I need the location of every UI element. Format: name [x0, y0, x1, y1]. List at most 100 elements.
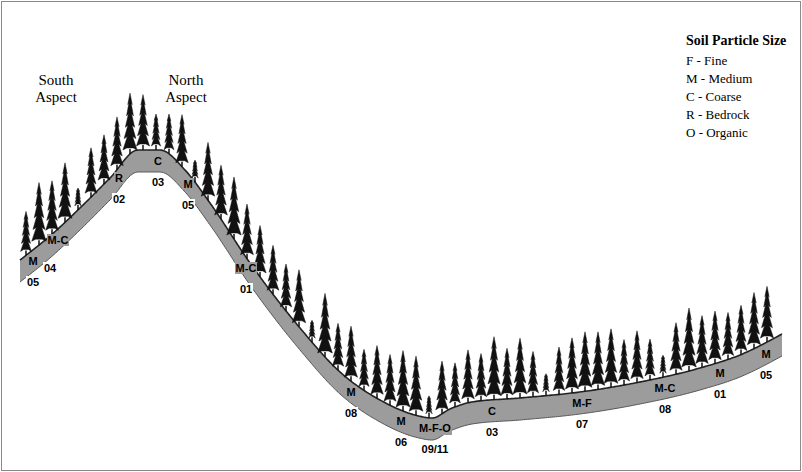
tree-trunk [311, 337, 313, 342]
tree-crown [111, 117, 124, 166]
soil-code: M-F-O [418, 422, 452, 434]
tree-trunk [441, 409, 443, 414]
tree-crown [553, 347, 564, 390]
legend-title: Soil Particle Size [686, 33, 786, 49]
tree-trunk [77, 205, 79, 210]
tree-trunk [714, 359, 716, 364]
conifer-trees [21, 93, 774, 418]
tree-crown [409, 356, 423, 411]
tree-trunk [259, 272, 261, 277]
tree-crown [58, 163, 72, 219]
tree-trunk [506, 394, 508, 399]
soil-code: R [114, 172, 124, 184]
site-number: 07 [575, 418, 589, 430]
tree-crown [21, 211, 32, 251]
site-number: 04 [43, 262, 57, 274]
tree-trunk [740, 350, 742, 355]
aspect-label: North Aspect [156, 72, 216, 105]
tree-trunk [428, 413, 430, 418]
site-number: 01 [713, 388, 727, 400]
tree-crown [241, 204, 254, 255]
tree-trunk [493, 395, 495, 400]
tree-crown [267, 245, 279, 290]
tree-crown [735, 305, 747, 350]
tree-trunk [571, 388, 573, 393]
tree-crown [660, 355, 666, 373]
tree-trunk [688, 366, 690, 371]
tree-crown [192, 160, 198, 178]
tree-crown [426, 396, 432, 414]
site-number: 02 [112, 193, 126, 205]
tree-trunk [467, 398, 469, 403]
soil-code: C [487, 405, 497, 417]
tree-trunk [402, 406, 404, 411]
site-number: 05 [181, 199, 195, 211]
tree-crown [591, 332, 605, 386]
tree-trunk [103, 179, 105, 184]
tree-trunk [181, 162, 183, 167]
tree-trunk [584, 386, 586, 391]
tree-crown [578, 332, 592, 388]
ground-surface [20, 150, 782, 418]
tree-crown [32, 183, 47, 242]
site-number: 05 [26, 276, 40, 288]
tree-crown [487, 337, 502, 396]
tree-trunk [558, 389, 560, 394]
tree-crown [359, 349, 369, 386]
tree-crown [85, 148, 97, 193]
tree-crown [696, 316, 708, 364]
soil-code: C [153, 155, 163, 167]
tree-crown [760, 286, 773, 338]
tree-trunk [701, 362, 703, 367]
tree-trunk [610, 382, 612, 387]
tree-crown [604, 329, 618, 383]
tree-crown [318, 293, 333, 353]
tree-crown [543, 374, 549, 392]
tree-trunk [194, 177, 196, 182]
tree-crown [280, 264, 291, 307]
soil-code: M-F [571, 397, 593, 409]
tree-crown [309, 320, 315, 338]
tree-crown [396, 351, 410, 407]
tree-crown [201, 142, 215, 196]
tree-crown [227, 177, 241, 235]
legend: Soil Particle SizeF - FineM - MediumC - … [686, 33, 786, 142]
soil-code: M-C [47, 234, 70, 246]
site-number: 06 [394, 436, 408, 448]
site-number: 09/11 [421, 443, 450, 455]
tree-trunk [753, 344, 755, 349]
tree-trunk [246, 254, 248, 259]
soil-code: M-C [654, 382, 677, 394]
tree-trunk [155, 145, 157, 150]
tree-trunk [233, 234, 235, 239]
tree-crown [384, 354, 396, 401]
site-number: 01 [239, 283, 253, 295]
tree-trunk [129, 149, 131, 154]
legend-entry: R - Bedrock [686, 106, 786, 124]
tree-crown [46, 181, 59, 230]
tree-crown [631, 331, 643, 379]
tree-trunk [38, 240, 40, 245]
tree-crown [645, 339, 655, 376]
legend-entry: M - Medium [686, 70, 786, 88]
tree-trunk [532, 392, 534, 397]
legend-entry: O - Organic [686, 124, 786, 142]
tree-crown [332, 323, 343, 366]
soil-base [20, 172, 782, 440]
tree-crown [513, 338, 527, 394]
tree-crown [136, 95, 149, 146]
tree-trunk [727, 354, 729, 359]
tree-trunk [649, 375, 651, 380]
tree-trunk [363, 385, 365, 390]
aspect-label: South Aspect [26, 72, 86, 105]
tree-crown [371, 346, 384, 395]
legend-entry: C - Coarse [686, 88, 786, 106]
tree-trunk [168, 149, 170, 154]
tree-trunk [350, 376, 352, 381]
site-number: 05 [759, 369, 773, 381]
soil-band [20, 150, 782, 440]
soil-layer [20, 150, 782, 440]
tree-crown [527, 351, 538, 392]
tree-trunk [90, 192, 92, 197]
